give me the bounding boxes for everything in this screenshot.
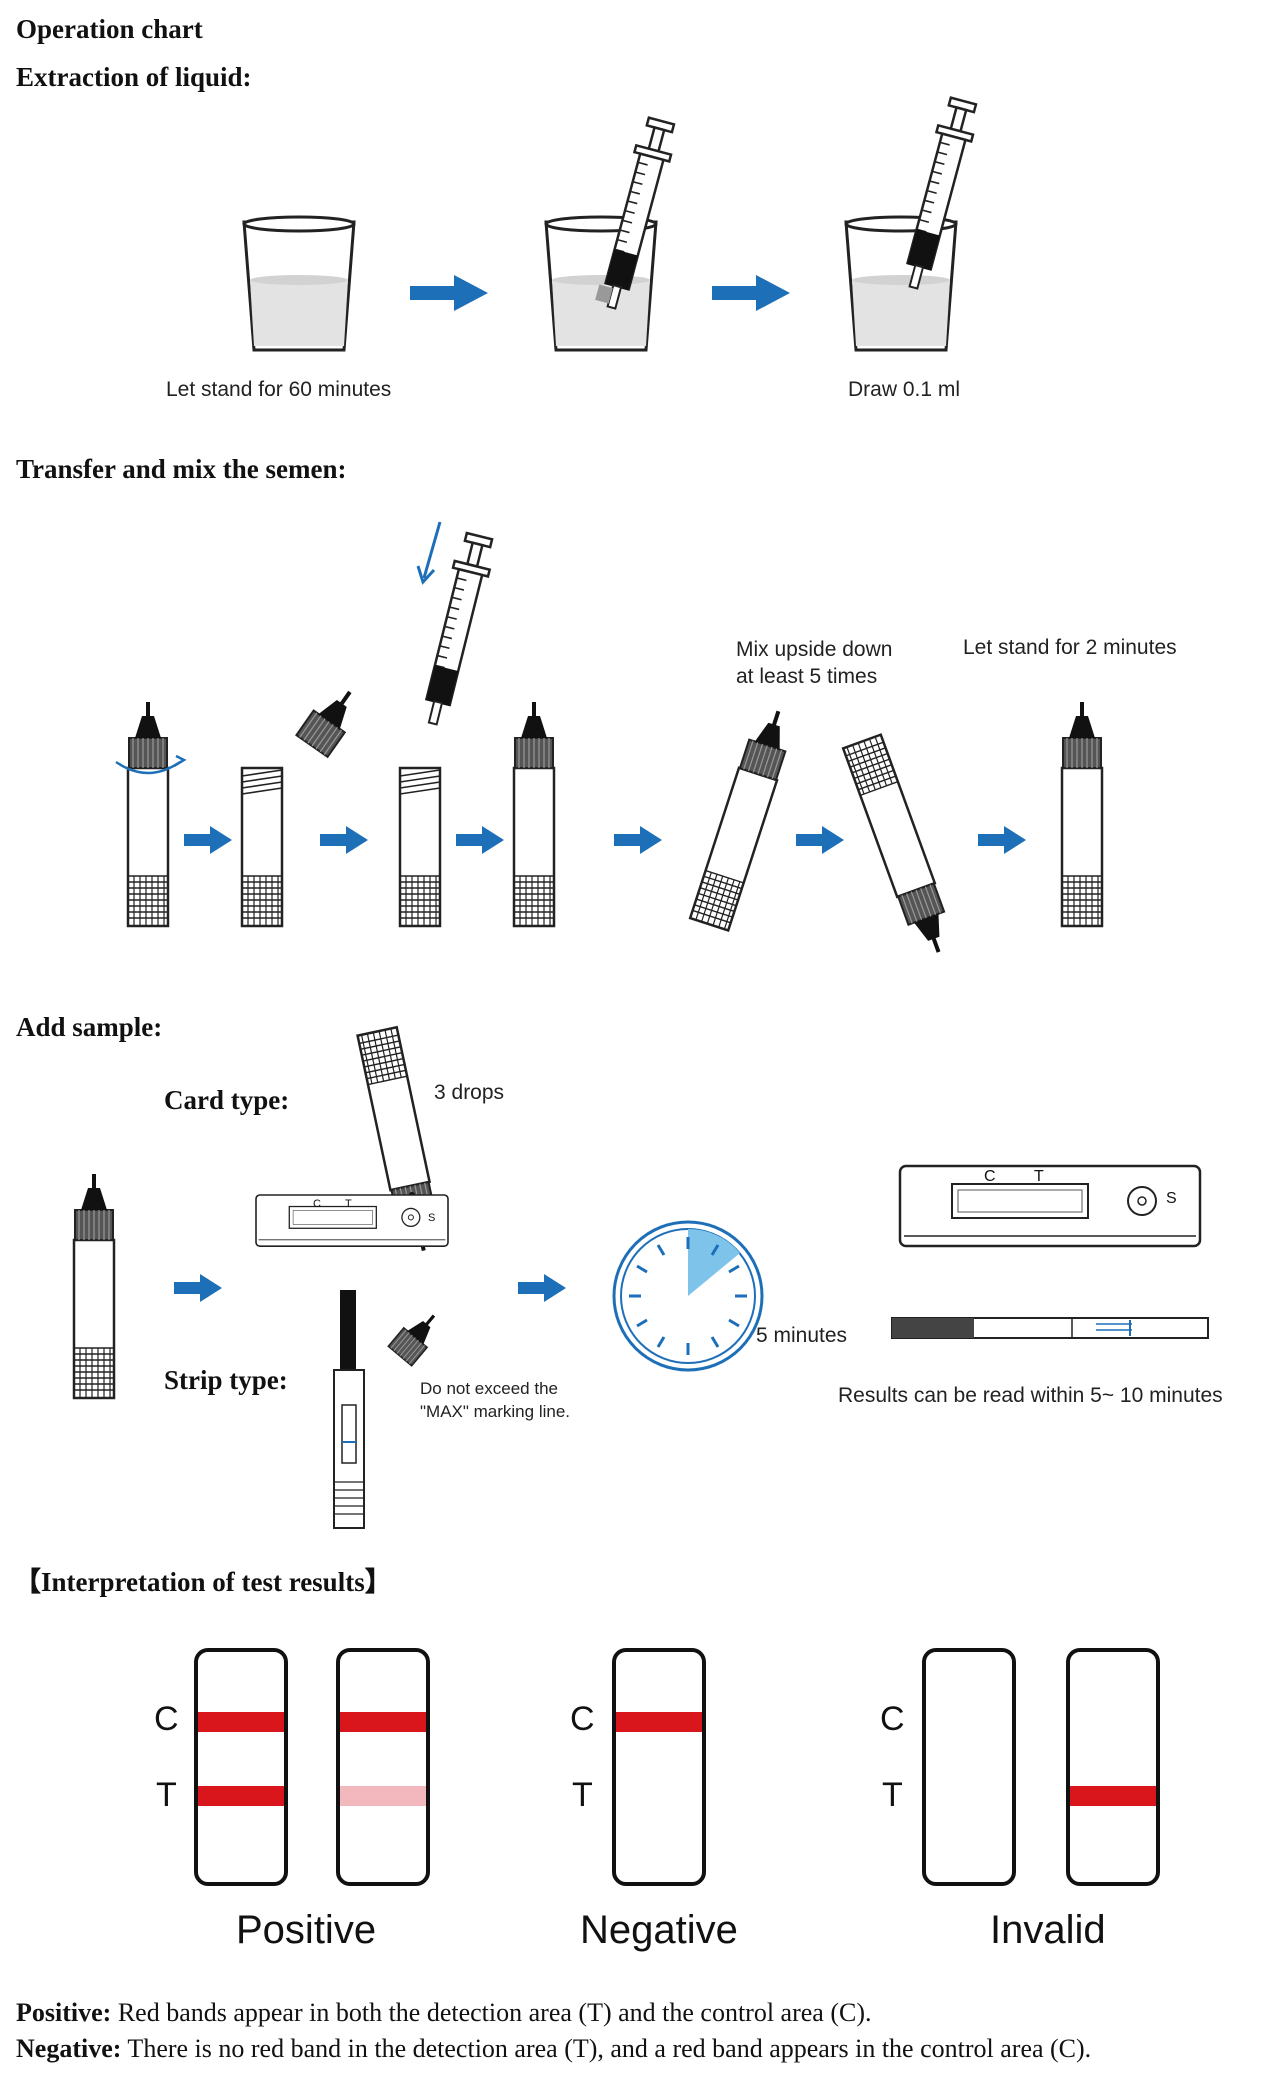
tube-icon <box>126 701 170 928</box>
stand-2-caption: Let stand for 2 minutes <box>963 636 1177 659</box>
strip-type-label-text: Strip type <box>164 1365 279 1395</box>
results-caption: Results can be read within 5~ 10 minutes <box>838 1384 1223 1407</box>
test-card-icon <box>898 1164 1202 1248</box>
test-card-icon <box>255 1194 449 1247</box>
invalid-c-label: C <box>880 1700 905 1738</box>
draw-caption: Draw 0.1 ml <box>848 378 961 401</box>
legend-positive: Positive: Red bands appear in both the d… <box>16 1998 872 2028</box>
timer-caption: 5 minutes <box>756 1324 848 1347</box>
legend-positive-term: Positive: <box>16 1998 112 2027</box>
result-strip-positive-1 <box>194 1648 288 1886</box>
arrow-right-icon <box>796 826 844 854</box>
drops-caption: 3 drops <box>434 1081 505 1104</box>
positive-t-label: T <box>156 1776 177 1814</box>
stand-60-caption: Let stand for 60 minutes <box>166 378 392 401</box>
tube-icon <box>1060 701 1104 928</box>
tube-icon <box>72 1173 116 1400</box>
arrow-right-icon <box>614 826 662 854</box>
negative-label: Negative <box>580 1908 738 1952</box>
mix-caption-1: Mix upside down <box>736 638 893 661</box>
add-sample-heading: Add sample: <box>16 1012 163 1042</box>
arrow-right-icon <box>978 826 1026 854</box>
large-card-t-mark: T <box>1034 1168 1044 1185</box>
add-sample-heading-text: Add sample <box>16 1012 154 1042</box>
arrow-right-icon <box>320 826 368 854</box>
tube-icon <box>398 766 442 928</box>
card-type-label: Card type: <box>164 1085 290 1115</box>
cap-icon <box>387 1304 447 1367</box>
positive-c-label: C <box>154 1700 179 1738</box>
small-card-t-mark: T <box>345 1198 352 1210</box>
result-strip-invalid-1 <box>922 1648 1016 1886</box>
arrow-right-icon <box>184 826 232 854</box>
cup-icon <box>544 215 658 352</box>
max-note-1: Do not exceed the <box>420 1379 558 1398</box>
arrow-right-icon <box>518 1274 566 1302</box>
large-card-s-mark: S <box>1166 1190 1177 1207</box>
large-card-c-mark: C <box>984 1168 996 1185</box>
legend-negative: Negative: There is no red band in the de… <box>16 2034 1091 2064</box>
arrow-right-icon <box>712 275 790 311</box>
syringe-icon <box>894 95 983 294</box>
transfer-heading: Transfer and mix the semen: <box>16 454 347 484</box>
page-title: Operation chart <box>16 14 203 44</box>
mix-caption-2: at least 5 times <box>736 665 878 688</box>
legend-negative-text: There is no red band in the detection ar… <box>121 2034 1092 2063</box>
tube-icon <box>688 704 798 932</box>
interpretation-heading: 【Interpretation of test results】 <box>14 1567 392 1597</box>
invalid-label: Invalid <box>990 1908 1106 1952</box>
syringe-icon <box>592 115 681 314</box>
tube-icon <box>512 701 556 928</box>
negative-t-label: T <box>572 1776 593 1814</box>
test-strip-icon <box>340 1290 356 1380</box>
arrow-right-icon <box>174 1274 222 1302</box>
strip-type-label: Strip type: <box>164 1365 288 1395</box>
arrow-right-icon <box>456 826 504 854</box>
max-note-2: "MAX" marking line. <box>420 1402 571 1421</box>
small-card-s-mark: S <box>428 1212 436 1224</box>
result-strip-positive-2 <box>336 1648 430 1886</box>
cap-icon <box>295 680 367 758</box>
syringe-icon <box>414 530 499 730</box>
legend-positive-text: Red bands appear in both the detection a… <box>111 1998 872 2027</box>
tube-icon <box>240 766 284 928</box>
tube-icon <box>841 733 958 960</box>
result-strip-invalid-2 <box>1066 1648 1160 1886</box>
result-strip-negative <box>612 1648 706 1886</box>
legend-negative-term: Negative: <box>16 2034 122 2063</box>
extraction-heading-text: Extraction of liquid <box>16 62 243 92</box>
negative-c-label: C <box>570 1700 595 1738</box>
extraction-heading: Extraction of liquid: <box>16 62 252 92</box>
test-strip-icon <box>891 1317 1209 1339</box>
invalid-t-label: T <box>882 1776 903 1814</box>
cup-icon <box>242 215 356 352</box>
arrow-right-icon <box>410 275 488 311</box>
positive-label: Positive <box>236 1908 377 1952</box>
timer-icon <box>612 1220 764 1372</box>
cup-icon <box>844 215 958 352</box>
small-card-c-mark: C <box>313 1198 321 1210</box>
